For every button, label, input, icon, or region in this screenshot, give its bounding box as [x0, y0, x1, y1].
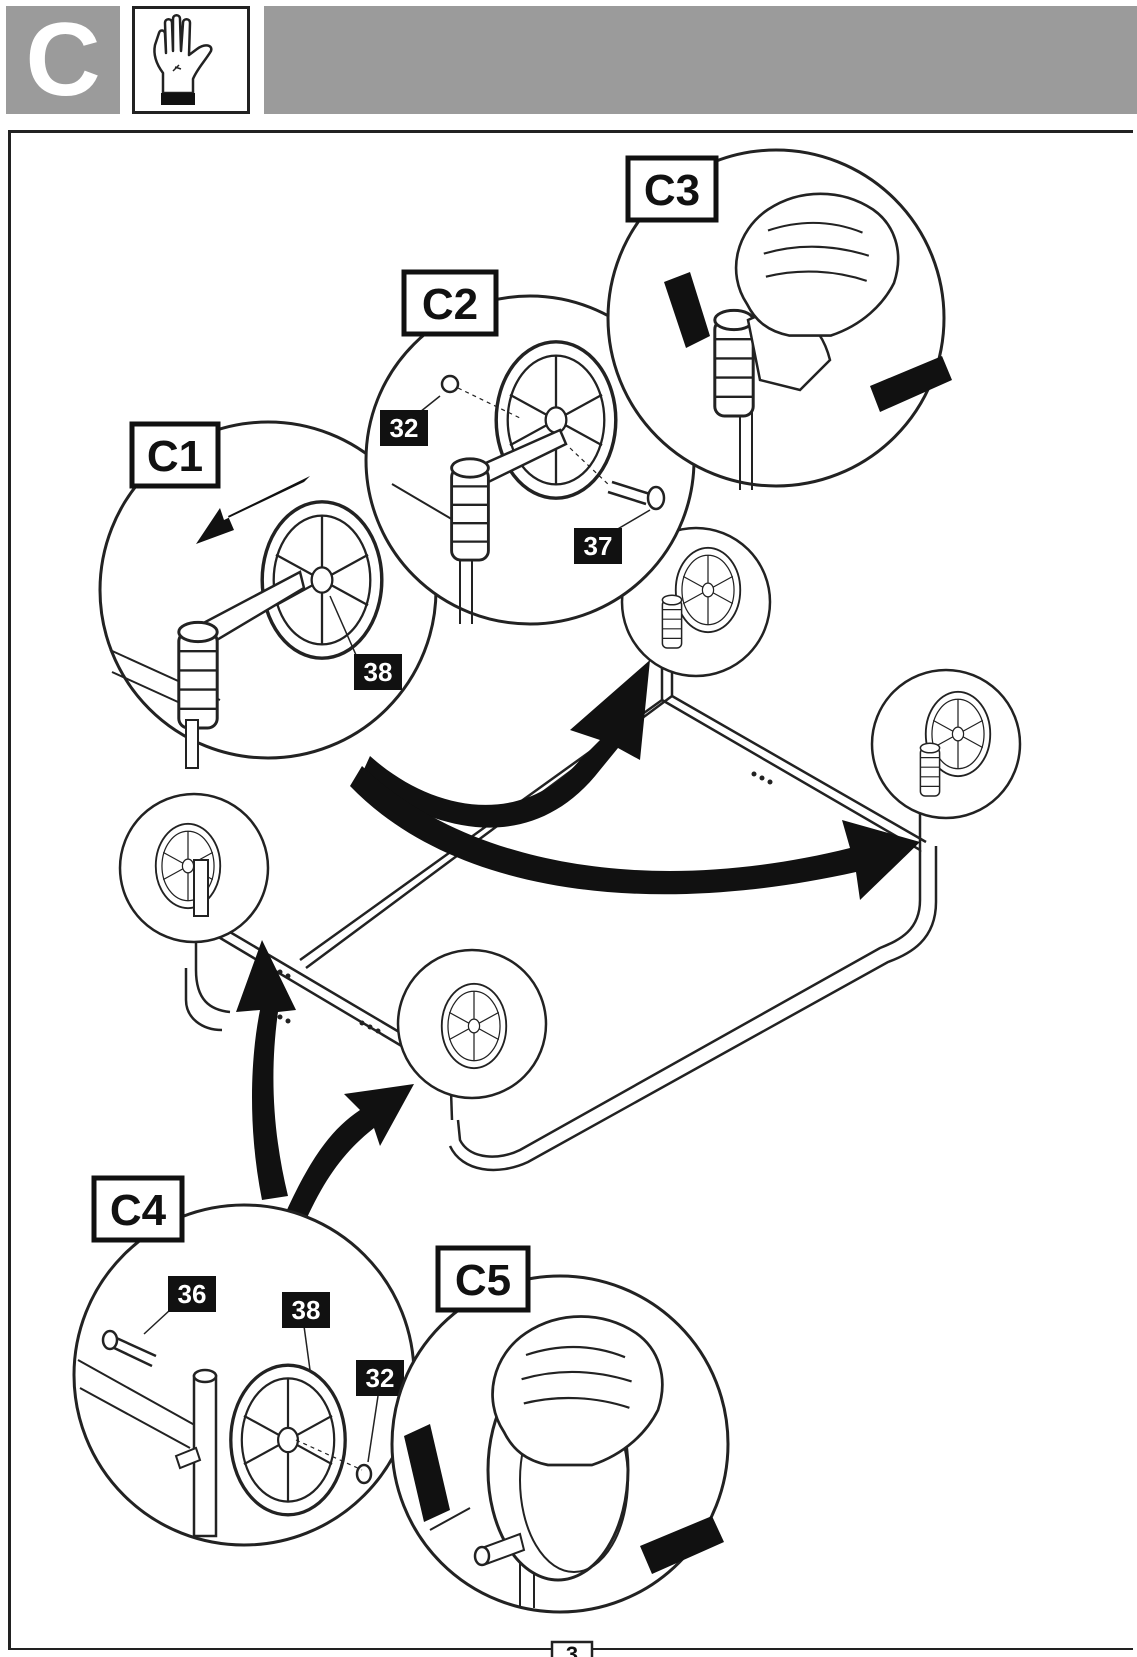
step-letter: C [25, 2, 101, 118]
part-badge-c1-38 [354, 654, 402, 690]
step-c4: C4 36 38 32 [72, 1175, 416, 1547]
arrows-to-near-wheels [236, 940, 414, 1220]
step-letter-box: C [6, 6, 120, 114]
step-label-c3: C3 [644, 166, 700, 215]
part-label-c1-38: 38 [364, 657, 393, 687]
part-badge-c2-32 [380, 410, 428, 446]
step-label-c4: C4 [110, 1186, 167, 1235]
part-label-c2-32: 32 [390, 413, 419, 443]
step-header: C [0, 0, 1137, 120]
page-number-box: 3 [550, 1640, 594, 1657]
step-label-box-c3 [625, 155, 719, 223]
step-label-c2: C2 [422, 280, 478, 329]
part-label-c2-37: 37 [584, 531, 613, 561]
step-c3: C3 [606, 148, 952, 490]
frame-wheel-far-right [870, 668, 1022, 820]
frame-wheel-near-right [396, 948, 548, 1100]
part-label-c4-32: 32 [366, 1363, 395, 1393]
arrows-to-far-wheels [350, 660, 920, 900]
part-label-c4-36: 36 [178, 1279, 207, 1309]
step-label-c1: C1 [147, 432, 203, 481]
page-number: 3 [566, 1642, 578, 1657]
step-c5: C5 [390, 1245, 730, 1614]
part-label-c4-38: 38 [292, 1295, 321, 1325]
step-label-c5: C5 [455, 1256, 511, 1305]
part-badge-c4-32 [356, 1360, 404, 1396]
step-label-box-c1 [129, 421, 221, 489]
step-label-box-c5 [435, 1245, 531, 1313]
part-badge-c4-38 [282, 1292, 330, 1328]
step-c1: C1 38 [98, 420, 438, 769]
frame-wheel-near-left [118, 792, 270, 944]
header-bar [264, 6, 1137, 114]
hand-icon [153, 14, 213, 105]
frame-wheel-far-left [620, 526, 772, 678]
step-label-box-c4 [91, 1175, 185, 1243]
hand-icon-box [132, 6, 250, 114]
part-badge-c4-36 [168, 1276, 216, 1312]
step-label-box-c2 [401, 269, 499, 337]
step-c2: C2 32 37 [364, 269, 696, 626]
part-badge-c2-37 [574, 528, 622, 564]
